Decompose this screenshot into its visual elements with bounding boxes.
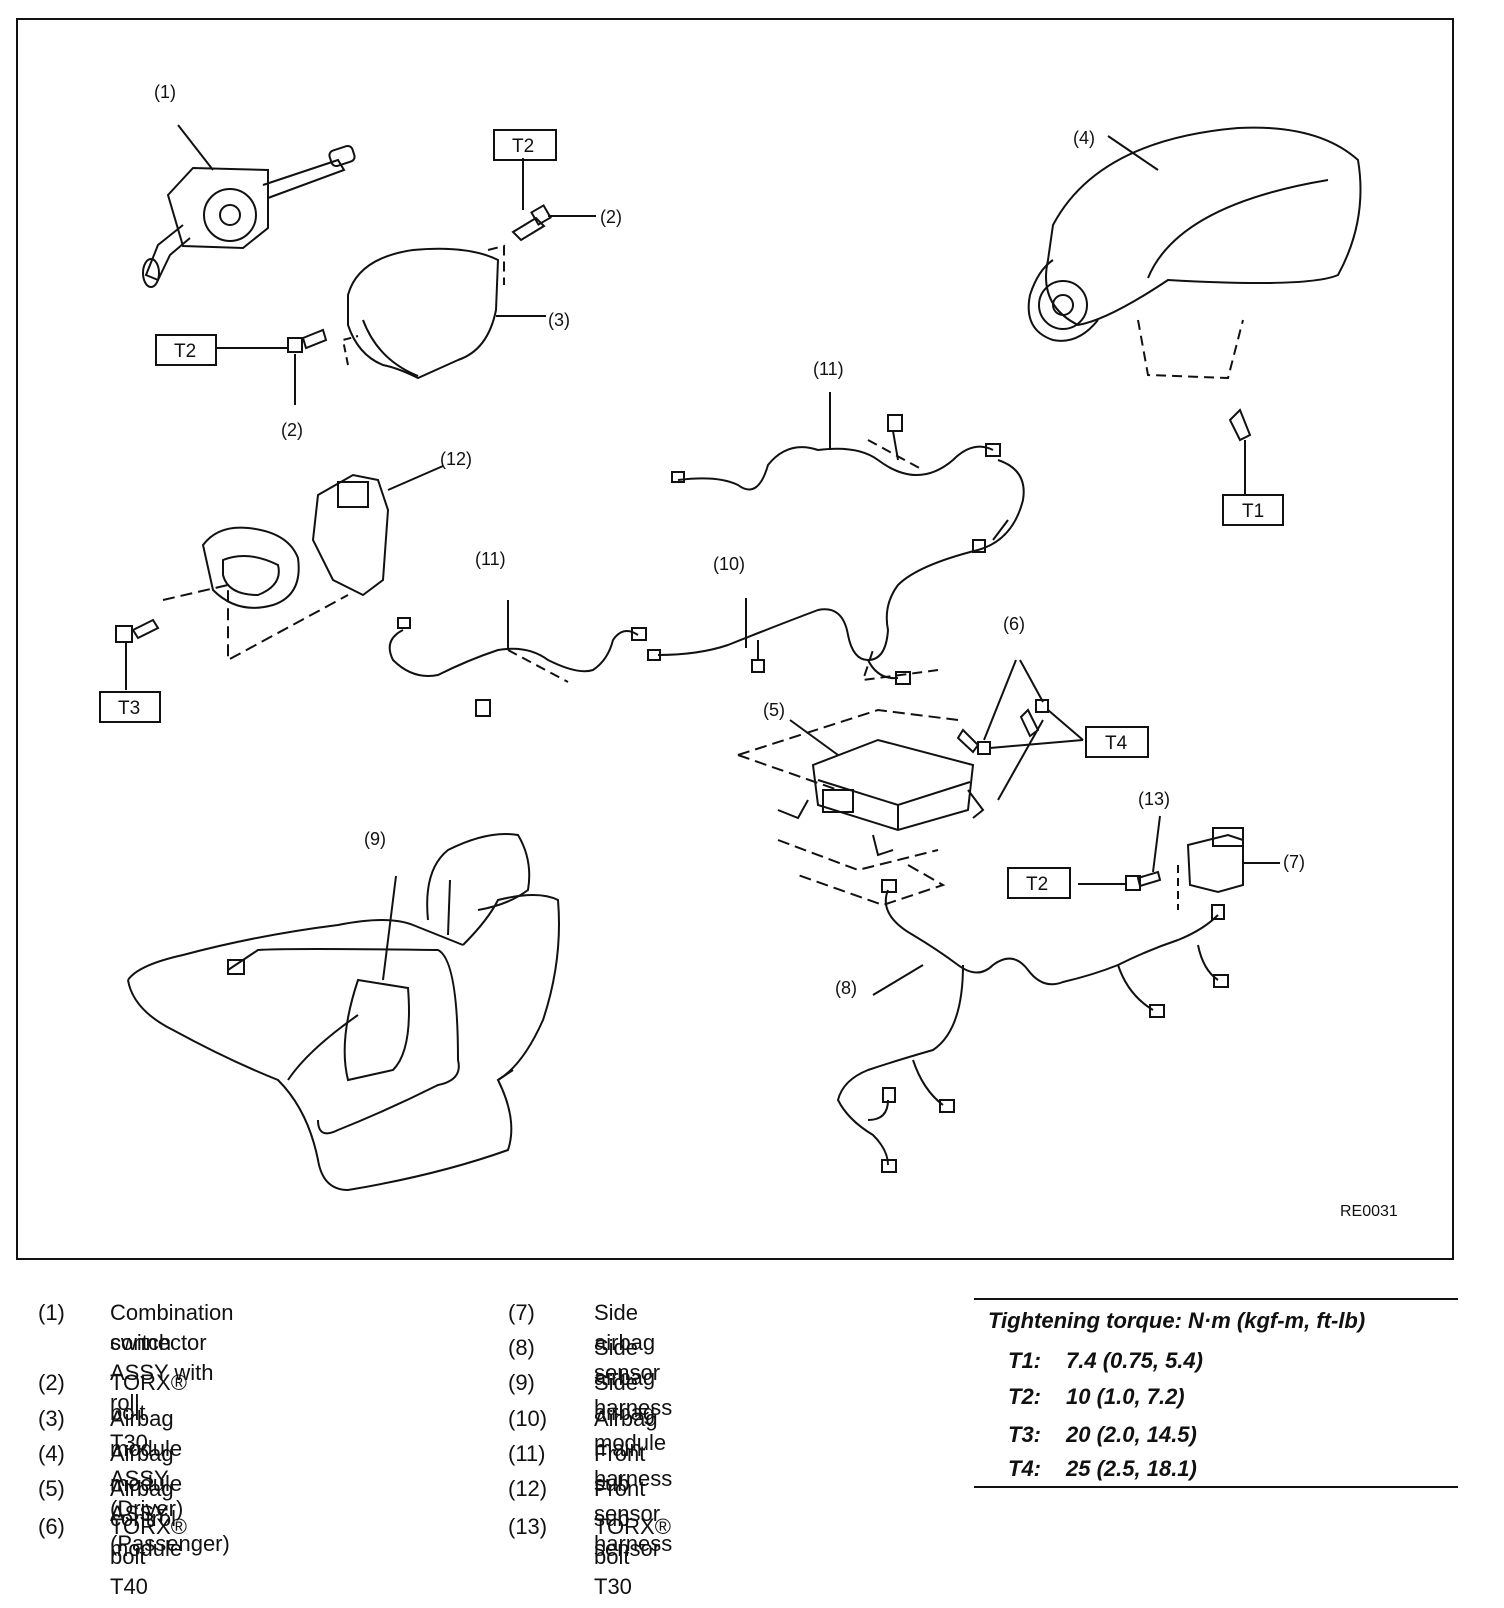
legend-text: Airbag control module (110, 1476, 183, 1561)
torque-tag-box (1222, 494, 1284, 526)
torque-key: T2: (1008, 1384, 1041, 1409)
torque-table-title: Tightening torque: N·m (kgf-m, ft-lb) (988, 1308, 1366, 1333)
side-airbag-sensor-part (1078, 815, 1280, 910)
legend-text-cont: connector (110, 1330, 207, 1355)
callout-9: (9) (364, 829, 386, 849)
torque-tag-t2: T2 (174, 341, 196, 362)
side-airbag-harness (797, 864, 1229, 1173)
torx-bolt-upper (511, 158, 596, 242)
torque-tag-t2: T2 (1026, 874, 1048, 895)
front-sub-sensor-harness-lower (388, 600, 647, 717)
legend-number: (7) (508, 1300, 535, 1325)
callout-1: (1) (154, 82, 176, 102)
torque-tag-box (1085, 726, 1149, 758)
callout-10: (10) (713, 554, 745, 574)
legend-number: (4) (38, 1441, 65, 1466)
airbag-control-module-part (737, 708, 985, 872)
legend-text: Airbag module ASSY (Passenger) (110, 1441, 230, 1556)
legend-text: Side airbag harness (594, 1335, 673, 1420)
seat-side-airbag-part (127, 833, 560, 1192)
callout-5: (5) (763, 700, 785, 720)
callout-6: (6) (1003, 614, 1025, 634)
legend-number: (5) (38, 1476, 65, 1501)
parts-legend: (1) Combination switch ASSY with roll co… (30, 1298, 990, 1599)
callout-2-upper: (2) (600, 207, 622, 227)
legend-text: TORX® bolt T30 (110, 1370, 187, 1455)
legend-number: (3) (38, 1406, 65, 1431)
legend-number: (13) (508, 1514, 548, 1539)
legend-text: Front sub sensor (594, 1476, 661, 1561)
torque-value: 10 (1.0, 7.2) (1066, 1384, 1185, 1409)
legend-number: (11) (508, 1441, 546, 1466)
torque-row: T1: 7.4 (0.75, 5.4) (1008, 1348, 1203, 1374)
torque-tag-box (1007, 867, 1071, 899)
callout-7: (7) (1283, 852, 1305, 872)
legend-number: (6) (38, 1514, 65, 1539)
legend-text: Side airbag module (594, 1370, 667, 1455)
callout-4: (4) (1073, 128, 1095, 148)
torque-key: T3: (1008, 1422, 1041, 1447)
torque-key: T1: (1008, 1348, 1041, 1373)
legend-text: Airbag main harness (594, 1406, 673, 1491)
torx-bolt-t3 (115, 618, 160, 690)
torque-tag-t2: T2 (512, 136, 534, 157)
legend-text: Front sub sensor harness (594, 1441, 673, 1556)
legend-text: Airbag module ASSY (Driver) (110, 1406, 184, 1521)
legend-text: TORX® bolt T40 (110, 1514, 187, 1599)
callout-13: (13) (1138, 789, 1170, 809)
torque-value: 25 (2.5, 18.1) (1066, 1456, 1197, 1481)
passenger-airbag-part (1027, 126, 1362, 495)
legend-number: (10) (508, 1406, 548, 1431)
callout-3: (3) (548, 310, 570, 330)
legend-number: (2) (38, 1370, 65, 1395)
torque-tag-box (99, 691, 161, 723)
legend-number: (8) (508, 1335, 535, 1360)
callout-2-lower: (2) (281, 420, 303, 440)
callout-8: (8) (835, 978, 857, 998)
airbag-main-harness (647, 459, 1025, 685)
diagram-drawing: (1) (2) (2) (3) (4) (5) (6) (7) (8) (9) … (99, 82, 1398, 1220)
torque-value: 20 (2.0, 14.5) (1066, 1422, 1197, 1447)
front-sub-sensor-part (162, 465, 444, 662)
tightening-torque-table: Tightening torque: N·m (kgf-m, ft-lb) T1… (974, 1298, 1458, 1488)
torque-tag-t4: T4 (1105, 733, 1128, 754)
torque-tag-box (493, 129, 557, 161)
callout-12: (12) (440, 449, 472, 469)
callout-11-lower: (11) (475, 549, 506, 569)
legend-number: (12) (508, 1476, 548, 1501)
torque-row: T3: 20 (2.0, 14.5) (1008, 1422, 1197, 1448)
exploded-diagram: (1) (2) (2) (3) (4) (5) (6) (7) (8) (9) … (16, 18, 1454, 1260)
combination-switch-part (142, 124, 356, 288)
callout-11-upper: (11) (813, 359, 844, 379)
driver-airbag-part (341, 244, 546, 380)
figure-code: RE0031 (1340, 1203, 1398, 1220)
front-sub-sensor-harness-upper (671, 392, 1001, 491)
torque-tag-box (155, 334, 217, 366)
torque-tag-t3: T3 (118, 698, 140, 719)
torque-row: T4: 25 (2.5, 18.1) (1008, 1456, 1197, 1482)
legend-number: (9) (508, 1370, 535, 1395)
legend-number: (1) (38, 1300, 65, 1325)
torx-bolt-t40 (956, 659, 1084, 801)
torque-value: 7.4 (0.75, 5.4) (1066, 1348, 1203, 1373)
torque-key: T4: (1008, 1456, 1041, 1481)
torque-row: T2: 10 (1.0, 7.2) (1008, 1384, 1185, 1410)
legend-text: Side airbag sensor (594, 1300, 661, 1385)
legend-text: TORX® bolt T30 (594, 1514, 671, 1599)
legend-text: Combination switch ASSY with roll (110, 1300, 234, 1415)
torque-tag-t1: T1 (1242, 501, 1264, 522)
torx-bolt-lower (216, 328, 328, 405)
